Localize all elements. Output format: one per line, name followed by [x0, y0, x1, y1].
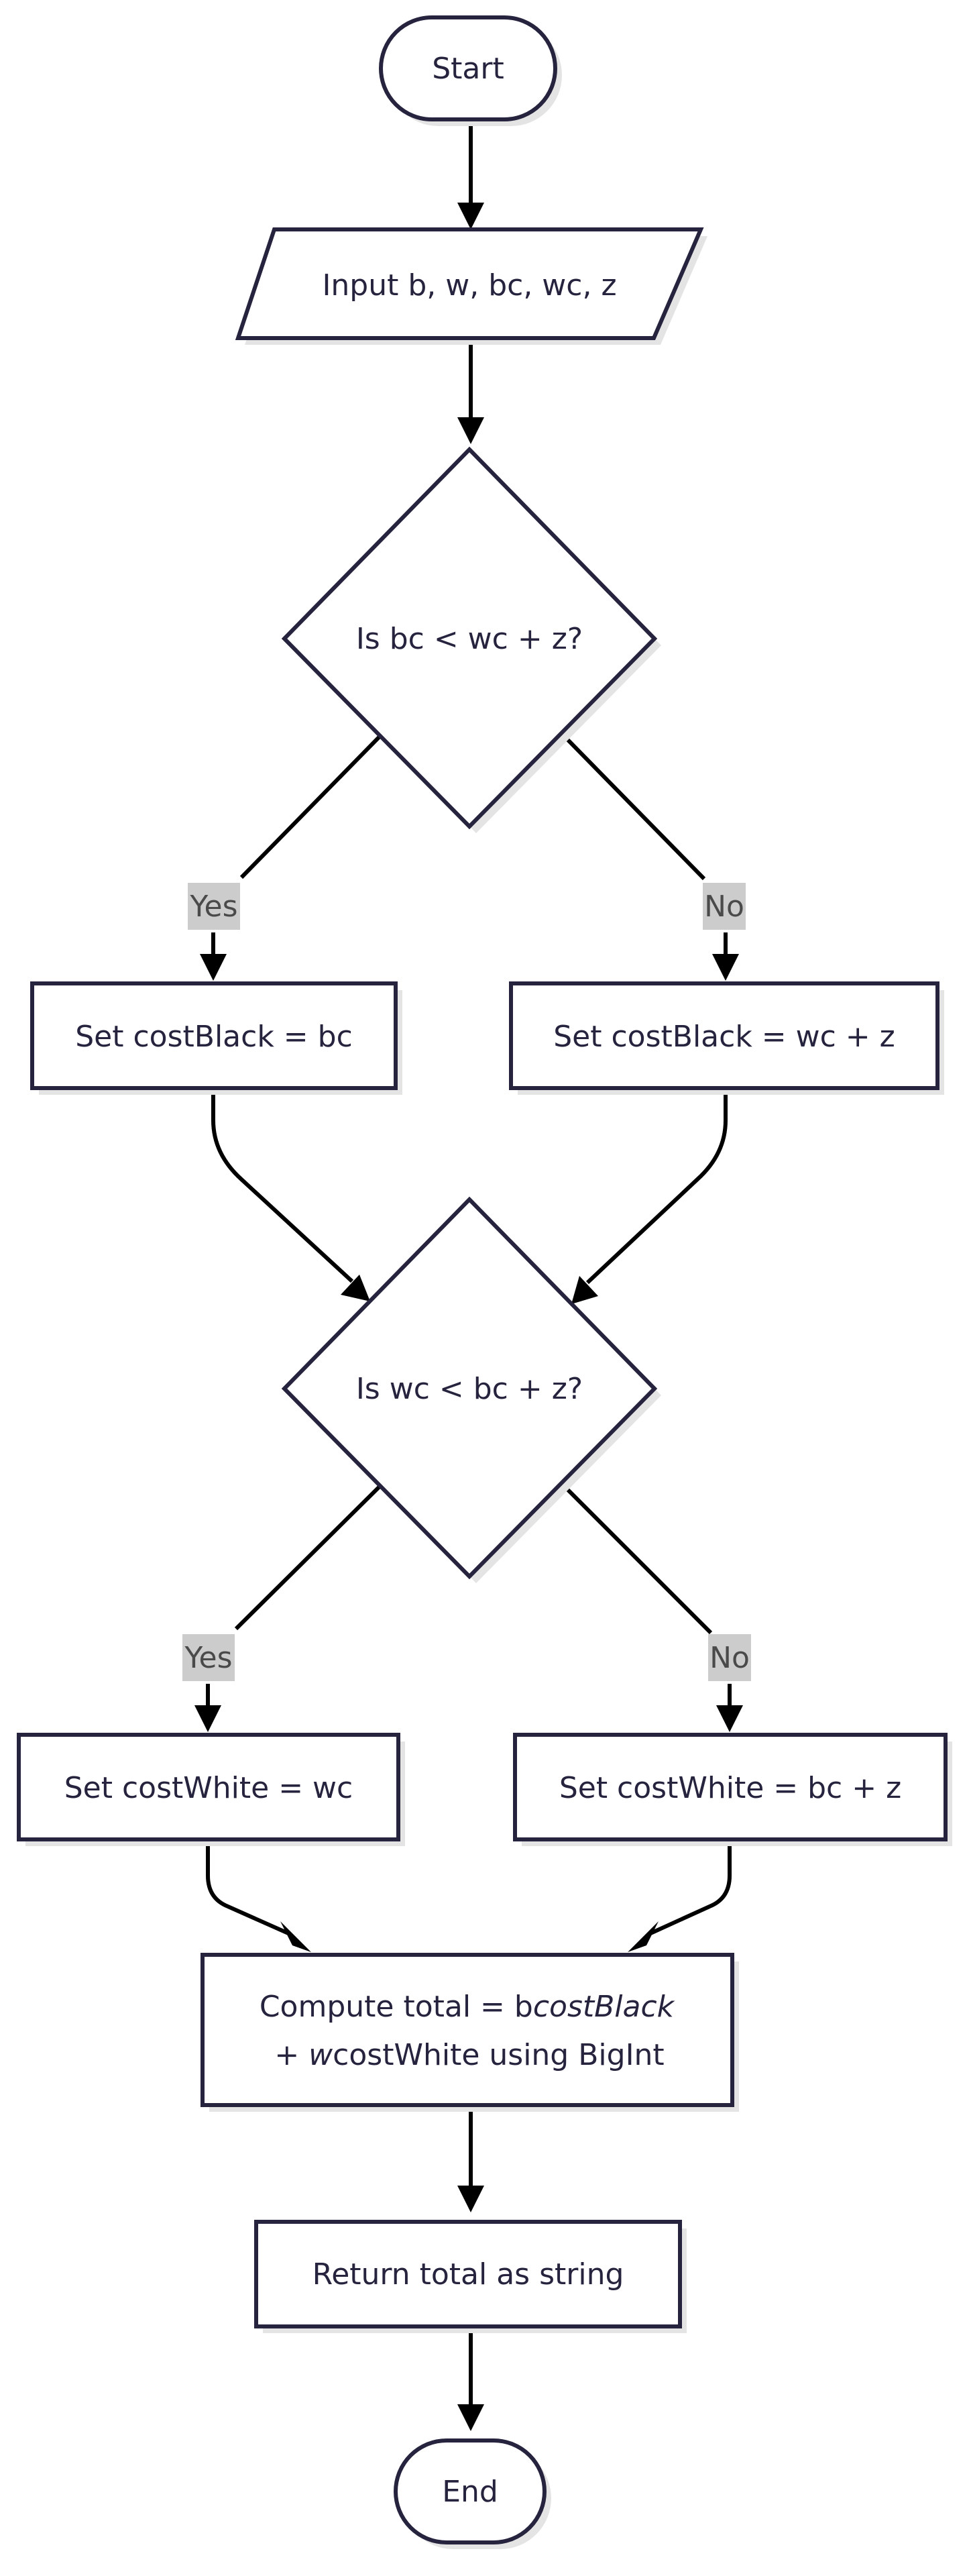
node-return-label: Return total as string [312, 2257, 624, 2292]
edge-white-no-to-compute [649, 1842, 732, 1935]
arrowhead-compute-to-return [457, 2186, 484, 2212]
node-black-yes-label: Set costBlack = bc [75, 1020, 353, 1054]
node-start: Start [379, 15, 562, 126]
node-compute-line2-a: + [274, 2038, 308, 2072]
edge-decision1-no [561, 733, 706, 881]
label-decision2-yes: Yes [182, 1634, 235, 1681]
node-end-label: End [442, 2475, 498, 2509]
node-compute-line1: Compute total = bcostBlack [260, 1990, 675, 2024]
node-start-label: Start [432, 52, 504, 86]
node-compute-line1-b: costBlack [533, 1990, 675, 2024]
edge-decision2-yes [234, 1483, 383, 1631]
node-white-no-label: Set costWhite = bc + z [559, 1771, 901, 1805]
edges [194, 121, 743, 2431]
edge-decision2-no [561, 1483, 713, 1635]
edge-black-yes-to-decision2 [211, 1092, 354, 1283]
node-decision1-label: Is bc < wc + z? [356, 622, 583, 656]
label-decision2-yes-text: Yes [184, 1641, 232, 1675]
node-decision1: Is bc < wc + z? [281, 446, 661, 833]
arrowhead-decision1-yes [200, 954, 227, 981]
label-decision2-no-text: No [709, 1641, 750, 1675]
arrowhead-decision2-no [716, 1705, 743, 1732]
edge-labels: Yes No Yes No [182, 883, 751, 1681]
arrowhead-return-to-end [457, 2404, 484, 2431]
node-compute-line1-a: Compute total = b [260, 1990, 533, 2024]
node-decision2: Is wc < bc + z? [281, 1196, 661, 1583]
node-compute-line2-c: costWhite using BigInt [333, 2038, 665, 2072]
node-compute: Compute total = bcostBlack + wcostWhite … [201, 1953, 739, 2112]
arrowhead-black-yes-to-decision2 [341, 1275, 370, 1301]
arrowhead-black-no-to-decision2 [571, 1276, 598, 1304]
arrowhead-start-to-input [457, 203, 484, 229]
label-decision2-no: No [708, 1634, 751, 1681]
node-compute-line2-b: w [308, 2038, 333, 2072]
node-black-no: Set costBlack = wc + z [509, 981, 944, 1095]
node-white-yes-label: Set costWhite = wc [64, 1771, 353, 1805]
edge-white-yes-to-compute [206, 1842, 290, 1935]
node-return: Return total as string [254, 2220, 687, 2333]
node-input: Input b, w, bc, wc, z [235, 227, 707, 345]
arrowhead-decision2-yes [194, 1705, 221, 1732]
node-decision2-label: Is wc < bc + z? [356, 1372, 583, 1406]
node-black-no-label: Set costBlack = wc + z [553, 1020, 895, 1054]
edge-black-no-to-decision2 [585, 1092, 728, 1285]
edge-decision1-yes [239, 733, 383, 879]
arrowhead-white-no-to-compute [628, 1921, 659, 1952]
label-decision1-no: No [703, 883, 746, 930]
label-decision1-no-text: No [704, 890, 744, 924]
node-end: End [394, 2438, 551, 2549]
node-white-no: Set costWhite = bc + z [513, 1733, 952, 1846]
label-decision1-yes-text: Yes [189, 890, 237, 924]
arrowhead-decision1-no [712, 954, 739, 981]
nodes: Start Input b, w, bc, wc, z Is bc < wc +… [17, 15, 952, 2549]
label-decision1-yes: Yes [188, 883, 240, 930]
node-black-yes: Set costBlack = bc [30, 981, 402, 1095]
node-white-yes: Set costWhite = wc [17, 1733, 405, 1846]
arrowhead-white-yes-to-compute [280, 1921, 311, 1952]
arrowhead-input-to-decision1 [457, 417, 484, 444]
node-input-label: Input b, w, bc, wc, z [322, 268, 616, 303]
node-compute-line2: + wcostWhite using BigInt [274, 2038, 664, 2072]
